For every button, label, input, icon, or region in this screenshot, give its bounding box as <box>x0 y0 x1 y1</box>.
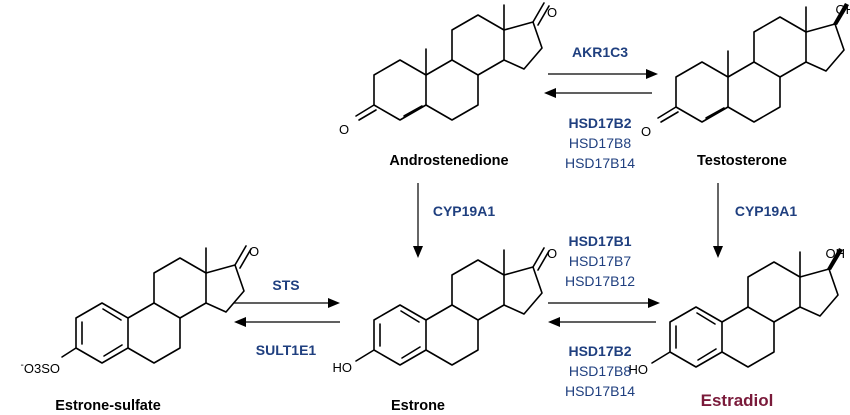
enzyme-label-hsd17b8: HSD17B8 <box>569 135 631 151</box>
oxygen-label: O <box>547 246 557 261</box>
enzyme-label-cyp19a1: CYP19A1 <box>735 203 797 219</box>
enzyme-label-hsd17b1: HSD17B1 <box>568 233 631 249</box>
compound-label-androstenedione: Androstenedione <box>389 153 508 169</box>
hydroxyl-label: HO <box>629 362 649 377</box>
hydroxyl-label: OH <box>836 2 850 17</box>
arrow-testo-to-estradiol <box>713 183 723 258</box>
enzyme-label-hsd17b2: HSD17B2 <box>568 343 631 359</box>
oxygen-label: O <box>249 244 259 259</box>
hydroxyl-label: OH <box>826 246 846 261</box>
androstenedione-structure: O O <box>339 2 557 137</box>
enzyme-label-hsd17b7: HSD17B7 <box>569 253 631 269</box>
compound-label-estrone-sulfate: Estrone-sulfate <box>55 398 161 414</box>
oxygen-label: O <box>339 122 349 137</box>
enzyme-label-cyp19a1: CYP19A1 <box>433 203 495 219</box>
enzyme-label-hsd17b14: HSD17B14 <box>565 383 635 399</box>
compound-label-estradiol: Estradiol <box>701 391 774 410</box>
arrow-estradiol-to-estrone <box>548 317 656 327</box>
enzyme-label-sult1e1: SULT1E1 <box>256 342 317 358</box>
arrow-estrone-to-sulfate <box>234 317 340 327</box>
arrow-andro-to-testo <box>548 69 658 79</box>
enzyme-label-hsd17b2: HSD17B2 <box>568 115 631 131</box>
estrone-sulfate-structure: -O3SO O <box>21 244 260 376</box>
sulfate-label: -O3SO <box>21 360 60 376</box>
arrow-testo-to-andro <box>544 88 652 98</box>
enzyme-label-hsd17b14: HSD17B14 <box>565 155 635 171</box>
enzyme-label-hsd17b8: HSD17B8 <box>569 363 631 379</box>
arrow-sulfate-to-estrone <box>234 298 340 308</box>
oxygen-label: O <box>547 5 557 20</box>
arrow-estrone-to-estradiol <box>548 298 660 308</box>
compound-label-estrone: Estrone <box>391 398 445 414</box>
testosterone-structure: O OH <box>641 2 850 139</box>
enzyme-label-hsd17b12: HSD17B12 <box>565 273 635 289</box>
estrone-structure: HO O <box>333 246 558 375</box>
compound-label-testosterone: Testosterone <box>697 153 787 169</box>
enzyme-label-akr1c3: AKR1C3 <box>572 44 628 60</box>
hydroxyl-label: HO <box>333 360 353 375</box>
estradiol-structure: HO OH <box>629 246 846 377</box>
enzyme-label-sts: STS <box>272 277 299 293</box>
arrow-andro-to-estrone <box>413 183 423 258</box>
oxygen-label: O <box>641 124 651 139</box>
